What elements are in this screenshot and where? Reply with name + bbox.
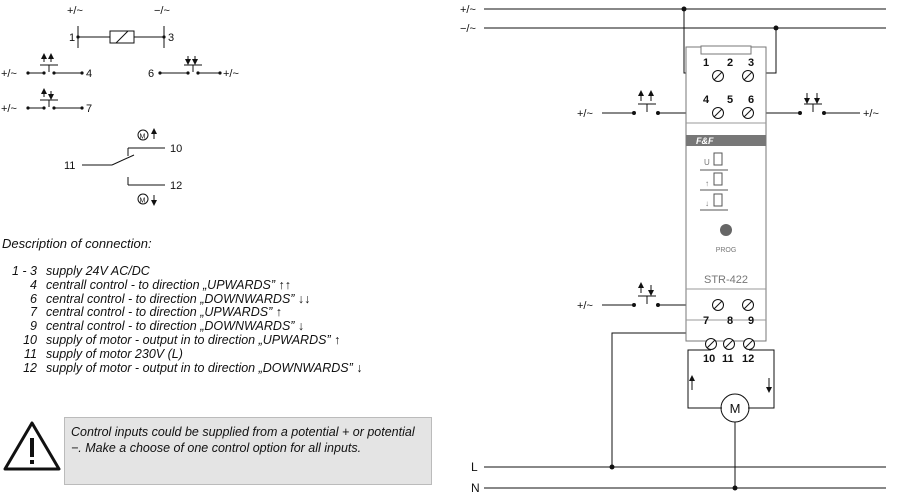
rail-positive-label: +/~	[460, 4, 476, 16]
led-up-label: ↑	[705, 179, 709, 188]
warning-icon	[3, 421, 61, 471]
prog-button[interactable]	[720, 224, 732, 236]
row-text: supply of motor 230V (L)	[46, 346, 183, 361]
warning-text: Control inputs could be supplied from a …	[71, 425, 415, 455]
list-item: 9 central control - to direction „DOWNWAR…	[4, 319, 444, 334]
line-n-label: N	[471, 481, 480, 495]
list-item: 10 supply of motor - output in to directi…	[4, 332, 444, 348]
row-terminal: 4	[30, 277, 37, 292]
schem-supply-pos: +/~	[67, 5, 83, 17]
schem-input-6: +/~	[223, 68, 239, 80]
term-4: 4	[703, 94, 710, 106]
schematic-symbol	[28, 26, 220, 206]
term-9: 9	[748, 315, 754, 327]
schem-term-11: 11	[64, 160, 75, 172]
row-text: supply of motor - output in to direction…	[46, 360, 363, 375]
left-input-label: +/~	[577, 108, 593, 120]
description-title: Description of connection:	[2, 236, 152, 251]
term-3: 3	[748, 57, 754, 69]
schem-input-4: +/~	[1, 68, 17, 80]
brand-label: F&F	[696, 136, 714, 146]
relay-device: F&F U ↑ ↓ PROG STR-422	[685, 45, 767, 342]
row-terminal: 9	[30, 319, 37, 334]
term-1: 1	[703, 57, 709, 69]
schem-term-3: 3	[168, 32, 174, 44]
term-7: 7	[703, 315, 709, 327]
row-text: central control - to direction „DOWNWARD…	[46, 319, 305, 334]
row-terminal: 12	[23, 360, 37, 375]
row-text: central control - to direction „DOWNWARD…	[46, 291, 311, 306]
schem-term-7: 7	[86, 103, 92, 115]
warning-box: Control inputs could be supplied from a …	[64, 417, 432, 485]
right-input-label: +/~	[863, 108, 879, 120]
list-item: 6 central control - to direction „DOWNWAR…	[4, 291, 444, 307]
row-text: central control - to direction „UPWARDS”…	[46, 305, 282, 320]
rail-negative-label: −/~	[460, 23, 476, 35]
term-11: 11	[722, 353, 734, 365]
term-10: 10	[703, 353, 715, 365]
list-item: 7 central control - to direction „UPWARDS…	[4, 306, 444, 320]
schem-term-1: 1	[69, 32, 75, 44]
led-u-label: U	[704, 158, 710, 167]
lower-input-label: +/~	[577, 300, 593, 312]
row-terminal: 11	[24, 346, 37, 361]
schem-supply-neg: −/~	[154, 5, 170, 17]
list-item: 4 centrall control - to direction „UPWARD…	[4, 277, 444, 293]
row-terminal: 6	[30, 291, 37, 306]
schem-motor-down: M	[140, 198, 146, 205]
schem-term-10: 10	[170, 143, 182, 155]
row-terminal: 1 - 3	[11, 264, 37, 278]
row-text: centrall control - to direction „UPWARDS…	[46, 277, 291, 292]
led-down-label: ↓	[705, 199, 709, 208]
row-terminal: 10	[23, 332, 37, 347]
term-6: 6	[748, 94, 754, 106]
term-2: 2	[727, 57, 733, 69]
row-terminal: 7	[30, 305, 37, 320]
motor-circle	[720, 393, 750, 423]
row-text: supply 24V AC/DC	[46, 264, 150, 278]
term-12: 12	[742, 353, 754, 365]
list-item: 1 - 3 supply 24V AC/DC	[4, 264, 444, 279]
term-5: 5	[727, 94, 733, 106]
term-8: 8	[727, 315, 733, 327]
prog-label: PROG	[716, 247, 737, 254]
motor-label: M	[730, 401, 741, 416]
schem-motor-up: M	[140, 134, 146, 141]
schem-term-6: 6	[148, 68, 154, 80]
schem-input-7: +/~	[1, 103, 17, 115]
schem-term-4: 4	[86, 68, 92, 80]
schem-term-12: 12	[170, 180, 182, 192]
description-list: 1 - 3 supply 24V AC/DC 4 centrall control …	[4, 264, 444, 376]
list-item: 11 supply of motor 230V (L)	[4, 346, 444, 362]
list-item: 12 supply of motor - output in to directi…	[4, 360, 444, 376]
line-l-label: L	[471, 460, 478, 474]
row-text: supply of motor - output in to direction…	[46, 332, 341, 347]
model-label: STR-422	[704, 274, 748, 286]
